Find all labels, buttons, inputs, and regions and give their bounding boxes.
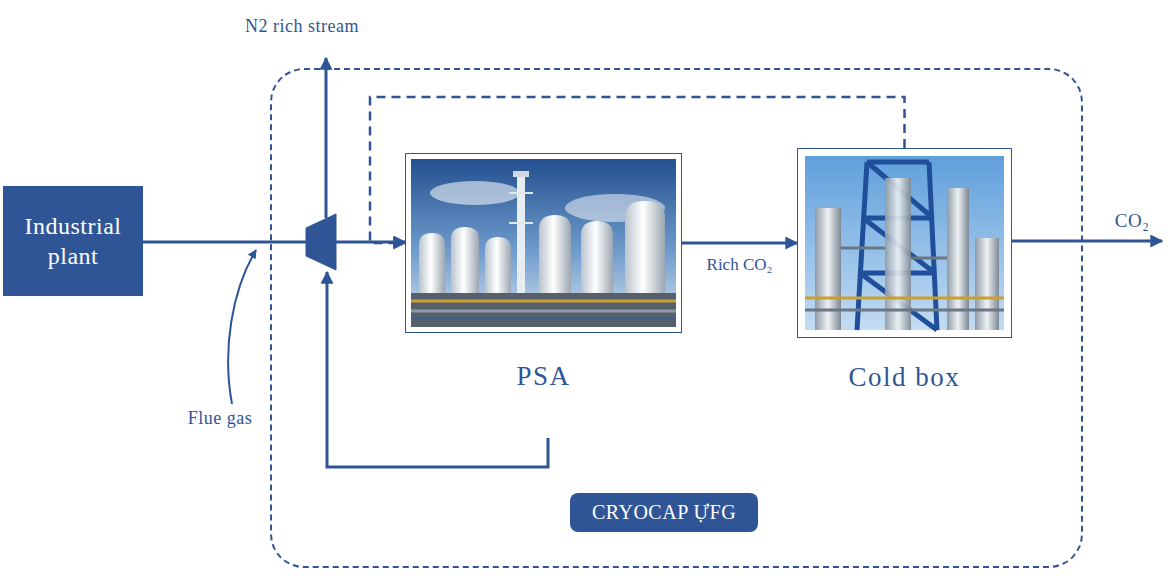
edge-label: Rich CO₂	[704, 255, 776, 275]
box-title: Industrial plant	[13, 211, 133, 271]
illustration-part	[539, 215, 571, 303]
plant-box: Industrial plant	[3, 186, 143, 296]
illustration-part	[911, 257, 947, 260]
illustration-part	[419, 233, 445, 303]
cold-box-photo	[797, 148, 1012, 338]
compressor-symbol	[306, 214, 336, 270]
illustration-part	[513, 171, 529, 177]
psa-photo	[405, 153, 682, 333]
illustration-part	[815, 208, 841, 330]
illustration-part	[411, 300, 676, 303]
illustration-part	[625, 201, 665, 303]
illustration-part	[509, 222, 533, 224]
flow-arrow	[682, 242, 797, 245]
illustration-part	[406, 154, 682, 333]
illustration-part	[411, 293, 676, 327]
n2-outlet-line	[325, 58, 328, 218]
illustration-part	[581, 221, 613, 303]
flue-gas-leader	[228, 250, 256, 404]
psa-unit: PSA	[405, 153, 682, 333]
illustration-part	[411, 159, 676, 327]
illustration-part	[929, 162, 937, 330]
system-badge: CRYOCAP ỰFG	[570, 493, 758, 532]
illustration-part	[517, 175, 525, 303]
illustration-part	[798, 149, 1012, 338]
illustration-part	[509, 192, 533, 194]
illustration-part	[885, 178, 911, 330]
illustration-part	[805, 297, 1004, 300]
stream-label: N2 rich stream	[242, 16, 362, 37]
illustration-part	[805, 248, 1004, 310]
unit-label: PSA	[365, 361, 722, 392]
co2-outlet-line	[1010, 240, 1162, 243]
illustration-part	[411, 310, 676, 313]
illustration-part	[805, 309, 1004, 312]
cold-box-unit: Cold box	[797, 148, 1012, 338]
illustration-part	[805, 156, 1004, 330]
illustration-part	[430, 181, 520, 205]
illustration-part	[857, 162, 937, 330]
product-label: CO₂	[1112, 210, 1153, 232]
illustration-part	[857, 162, 867, 330]
illustration-part	[867, 160, 929, 165]
cryocap-boundary: CRYOCAP ỰFG PSA	[270, 68, 1083, 568]
illustration-part	[411, 318, 676, 320]
flow-arrow	[143, 241, 405, 244]
stream-label: Flue gas	[185, 408, 256, 429]
illustration-part	[451, 227, 479, 303]
illustration-part	[975, 238, 999, 330]
unit-label: Cold box	[757, 362, 1052, 393]
illustration-part	[841, 247, 885, 250]
illustration-part	[805, 297, 1004, 300]
